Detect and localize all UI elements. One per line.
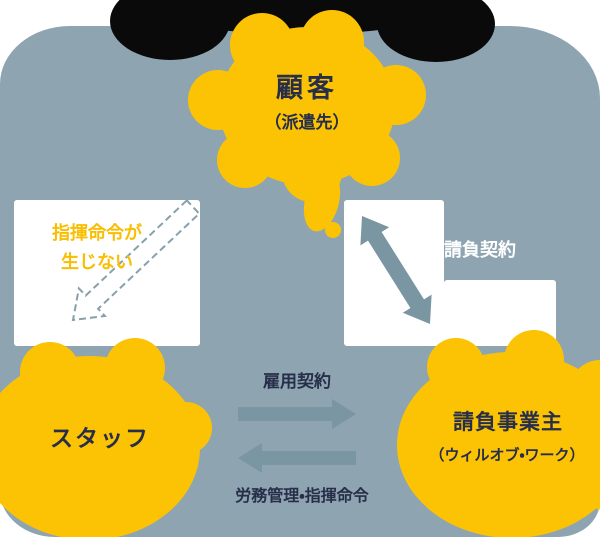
contractor-subtitle: （ウィルオブ・ワーク） [429, 447, 585, 464]
contract-label: 請負契約 [444, 240, 516, 260]
bubble-bump [188, 70, 248, 130]
bubble-bump [20, 342, 80, 402]
no-command-dashed-arrow-icon [71, 198, 201, 322]
contract-double-arrow-icon [360, 216, 432, 324]
customer-subtitle: （派遣先） [264, 113, 350, 132]
no-command-label-line1: 指揮命令が [52, 223, 142, 243]
bubble-bump [300, 10, 364, 74]
staff-title: スタッフ [50, 425, 150, 451]
bubble-bump [344, 130, 400, 186]
labor-left-arrow-icon [238, 443, 356, 473]
bubble-tail-tip [325, 222, 341, 238]
employment-label: 雇用契約 [263, 372, 331, 391]
employment-right-arrow-icon [238, 399, 356, 429]
bubble-bump [366, 65, 426, 125]
bubble-bump [105, 338, 165, 398]
decorative-black-blob-right [377, 0, 495, 62]
customer-title: 顧客 [276, 73, 338, 103]
no-command-label-line2: 生じない [61, 251, 133, 272]
no-command-label: 指揮命令が 生じない [22, 219, 172, 277]
bubble-bump [504, 330, 564, 390]
bubble-bump [217, 132, 273, 188]
contractor-title: 請負事業主 [453, 411, 563, 434]
bubble-bump [160, 402, 212, 454]
bubble-bump [230, 13, 294, 77]
labor-management-label: 労務管理・指揮命令 [235, 488, 369, 505]
bubble-bump [427, 338, 485, 396]
